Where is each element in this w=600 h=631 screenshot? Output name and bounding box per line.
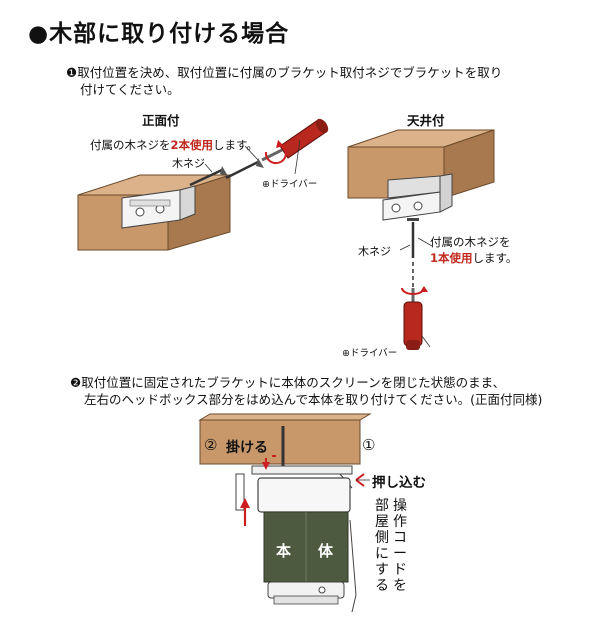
mount-body-char2: 体 bbox=[318, 542, 334, 560]
mount-screen bbox=[263, 511, 349, 605]
mount-body-char1: 本 bbox=[276, 542, 292, 560]
mount-num2: ② bbox=[204, 436, 218, 454]
ceiling-note-line1: 付属の木ネジを bbox=[430, 235, 511, 249]
front-note-pre: 付属の木ネジを bbox=[90, 138, 171, 152]
step1-line2: 付けてください。 bbox=[80, 82, 180, 97]
front-bracket bbox=[121, 185, 196, 229]
page-title: ●木部に取り付ける場合 bbox=[28, 21, 290, 47]
mount-arrows bbox=[240, 455, 365, 526]
ceiling-wood-block bbox=[347, 129, 495, 199]
front-screws bbox=[189, 158, 264, 187]
mount-push-label: 押し込む bbox=[372, 475, 426, 491]
front-note: 付属の木ネジを2本使用します。 bbox=[90, 137, 258, 153]
front-screw-label: 木ネジ bbox=[172, 157, 205, 170]
step2-line1: ❷取付位置に固定されたブラケットに本体のスクリーンを閉じた状態のまま、 bbox=[70, 375, 506, 390]
mount-cord bbox=[349, 519, 357, 613]
front-driver-label: ⊕ドライバー bbox=[262, 179, 318, 190]
ceiling-screw bbox=[407, 218, 419, 288]
ceiling-note-red: 1本使用 bbox=[430, 251, 473, 265]
mount-cord-col1: 操作コードを bbox=[393, 498, 407, 594]
mount-hook-label: 掛ける bbox=[224, 437, 270, 457]
mount-num1: ① bbox=[362, 436, 376, 454]
ceiling-screwdriver bbox=[401, 286, 428, 350]
front-note-post: します。 bbox=[213, 138, 258, 152]
front-screwdriver bbox=[261, 118, 329, 165]
ceiling-driver-label: ⊕ドライバー bbox=[342, 348, 398, 359]
ceiling-bracket bbox=[382, 173, 453, 221]
front-heading: 正面付 bbox=[142, 113, 180, 128]
ceiling-screw-label: 木ネジ bbox=[358, 245, 391, 258]
step1-line1: ❶取付位置を決め、取付位置に付属のブラケット取付ネジでブラケットを取り bbox=[66, 65, 503, 80]
ceiling-heading: 天井付 bbox=[407, 113, 445, 128]
ceiling-note-post: します。 bbox=[472, 251, 518, 265]
mount-cord-col2: 部屋側にする bbox=[375, 498, 389, 594]
ceiling-note-line2: 1本使用します。 bbox=[430, 250, 517, 266]
front-note-red: 2本使用 bbox=[170, 138, 214, 152]
mount-headbox bbox=[235, 473, 351, 513]
step2-line2: 左右のヘッドボックス部分をはめ込んで本体を取り付けてください。(正面付同様) bbox=[84, 392, 543, 407]
